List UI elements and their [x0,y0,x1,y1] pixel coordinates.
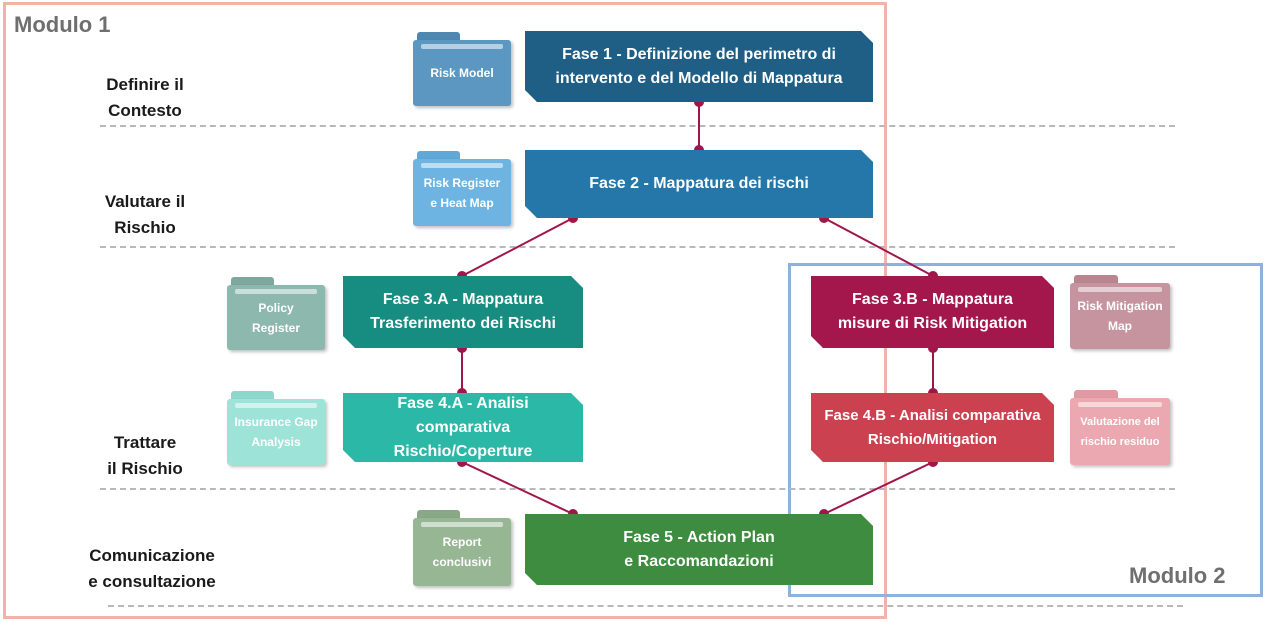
connector-f2-f3a [461,217,574,277]
connector-f2-f3b [823,217,934,277]
folder-risk-model-icon: Risk Model [413,32,511,106]
module-2-title: Modulo 2 [1129,563,1226,588]
separator-line [108,605,1183,607]
separator-line [100,488,1175,490]
separator-line [100,125,1175,127]
separator-line [100,246,1175,248]
module-2-frame [788,263,1263,597]
connector-f4a-f5 [461,461,574,515]
fase-2-box: Fase 2 - Mappatura dei rischi [525,150,873,218]
module-1-title: Modulo 1 [14,12,111,37]
connector-f4b-f5 [823,461,934,515]
